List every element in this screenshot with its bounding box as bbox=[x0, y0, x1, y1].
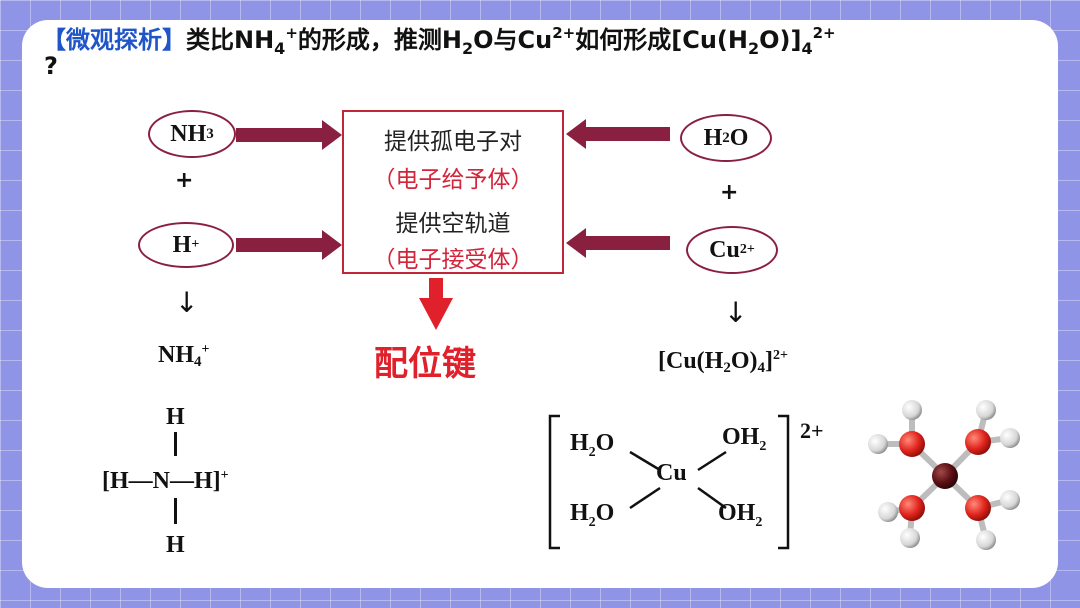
molecule-model-image bbox=[868, 400, 1020, 550]
box-line-acceptor: （电子接受体） bbox=[372, 247, 534, 273]
down-arrow-right: ↓ bbox=[724, 296, 748, 329]
ammonium-top-h: H bbox=[166, 404, 185, 430]
ligand-bottom-left: H2O bbox=[570, 500, 615, 530]
plus-left: + bbox=[175, 168, 194, 193]
ammonium-row: [H—N—H]+ bbox=[102, 468, 229, 494]
complex-center-cu: Cu bbox=[656, 460, 687, 486]
box-line-lone-pair: 提供孤电子对 bbox=[384, 129, 522, 155]
ammonium-bond-top bbox=[174, 432, 177, 456]
box-line-empty-orbital: 提供空轨道 bbox=[395, 211, 511, 237]
plus-right: + bbox=[720, 180, 739, 205]
box-line-donor: （电子给予体） bbox=[372, 167, 534, 193]
ligand-top-right: OH2 bbox=[722, 424, 767, 454]
complex-charge: 2+ bbox=[800, 418, 824, 443]
down-arrow-left: ↓ bbox=[175, 286, 199, 319]
concept-box: 提供孤电子对 （电子给予体） 提供空轨道 （电子接受体） bbox=[342, 110, 564, 274]
ammonium-structure: H [H—N—H]+ H bbox=[100, 400, 280, 570]
arrow-h-to-box bbox=[236, 230, 342, 260]
arrow-h2o-to-box bbox=[566, 119, 670, 149]
complex-ion-product: [Cu(H2O)4]2+ bbox=[658, 348, 788, 376]
arrow-cu-to-box bbox=[566, 228, 670, 258]
coordinate-bond-label: 配位键 bbox=[374, 344, 476, 384]
arrow-nh3-to-box bbox=[236, 120, 342, 150]
title-bracket-label: 【微观探析】 bbox=[42, 26, 186, 54]
nh4-product: NH4+ bbox=[158, 342, 210, 370]
down-arrow-red bbox=[419, 278, 453, 330]
ligand-top-left: H2O bbox=[570, 430, 615, 460]
title-question-mark: ? bbox=[44, 52, 58, 80]
slide-title: 【微观探析】类比NH4+的形成，推测H2O与Cu2+如何形成[Cu(H2O)]4… bbox=[42, 24, 836, 58]
ammonium-bond-bottom bbox=[174, 498, 177, 524]
ligand-bottom-right: OH2 bbox=[718, 500, 763, 530]
complex-structure: H2O OH2 Cu H2O OH2 2+ bbox=[548, 414, 848, 550]
ammonium-bottom-h: H bbox=[166, 532, 185, 558]
complex-structure-lines bbox=[548, 414, 790, 550]
oval-h-plus: H+ bbox=[138, 222, 234, 268]
